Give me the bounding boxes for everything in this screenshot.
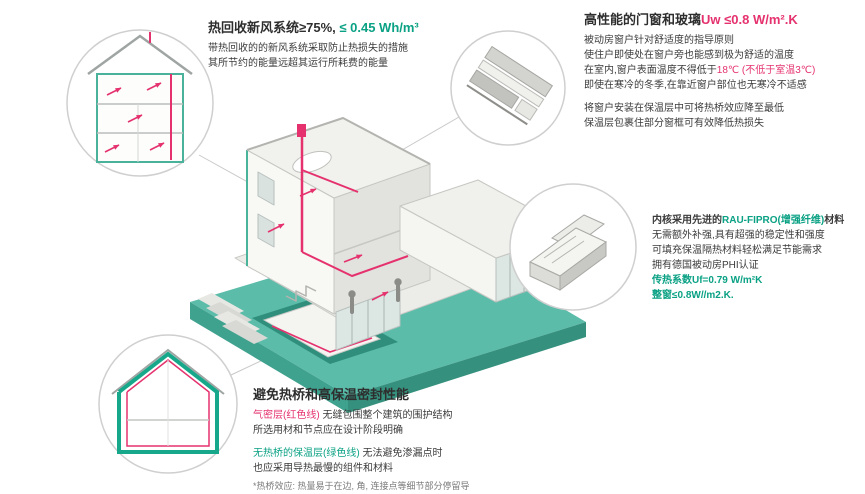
hrv-title-value: ≤ 0.45 Wh/m³ [339,20,419,35]
windows-body-line: 即使在寒冷的冬季,在靠近窗户部位也无寒冷不适感 [584,80,807,91]
hrv-callout-circle [66,29,214,177]
hrv-callout-text: 热回收新风系统≥75%, ≤ 0.45 Wh/m³ 带热回收的的新风系统采取防止… [208,20,419,71]
windows-temp-value: 18℃ (不低于室温3℃) [716,65,816,76]
hrv-body-line: 带热回收的的新风系统采取防止热损失的措施 [208,43,408,54]
section-roof [111,348,225,395]
thermal-footnote: *热桥效应: 热量易于在边, 角, 连接点等细节部分停留导 [253,481,470,491]
windows-title: 高性能的门窗和玻璃Uw ≤0.8 W/m².K [584,12,815,27]
windows-body-line: 被动房窗户针对舒适度的指导原则 [584,35,734,46]
thermal-insulation-line: 无热桥的保温层(绿色线) 无法避免渗漏点时 [253,446,470,461]
profile-body-line: 拥有德国被动房PHI认证 [652,260,759,271]
windows-temp-text: 在室内,窗户表面温度不得低于 [584,65,717,76]
airtight-layer-label: 气密层(红色线) [253,410,320,421]
window-jamb-section [466,45,554,126]
windows-body-line: 使住户即使处在窗户旁也能感到极为舒适的温度 [584,50,794,61]
profile-uw-value: 整窗≤0.8W//m2.K. [652,290,734,301]
insulation-layer-text: 无法避免渗漏点时 [359,448,443,459]
thermal-callout-circle [98,334,238,474]
thermal-body-line: 也应采用导热最慢的组件和材料 [253,463,393,474]
windows-body-line: 将窗户安装在保温层中可将热桥效应降至最低 [584,103,784,114]
profile-headline-dark: 内核采用先进的 [652,215,722,226]
insulation-green-line [117,351,219,454]
thermal-title: 避免热桥和高保温密封性能 [253,387,410,402]
window-detail-circle [450,30,566,146]
profile-uf-value: 传热系数Uf=0.79 W/m²K [652,275,763,286]
roof-vent-unit [297,124,306,137]
airtight-red-line [126,359,210,447]
airflow-arrows [104,82,165,153]
profile-material-name: RAU-FIPRO(增强纤维) [722,215,825,226]
airtight-layer-text: 无缝包围整个建筑的围护结构 [319,410,453,421]
profile-body-line: 无需额外补强,具有超强的稳定性和强度 [652,230,825,241]
profile-callout-text: 内核采用先进的RAU-FIPRO(增强纤维)材料 无需额外补强,具有超强的稳定性… [652,213,844,303]
windows-callout-text: 高性能的门窗和玻璃Uw ≤0.8 W/m².K 被动房窗户针对舒适度的指导原则 … [584,12,815,131]
section-roof [87,34,193,76]
thermal-body-line: 所选用材和节点应在设计阶段明确 [253,425,403,436]
frame-profile-circle [509,183,637,311]
thermal-callout-text: 避免热桥和高保温密封性能 气密层(红色线) 无缝包围整个建筑的围护结构 所选用材… [253,387,470,494]
hrv-title: 热回收新风系统≥75%, ≤ 0.45 Wh/m³ [208,20,419,35]
thermal-airtight-line: 气密层(红色线) 无缝包围整个建筑的围护结构 [253,408,470,423]
facade-window [257,171,275,206]
ventilation-ducts [267,124,409,301]
interior-stair [285,285,317,302]
profile-body-line: 可填充保温隔热材料轻松满足节能需求 [652,245,822,256]
airflow-arrows [267,188,389,301]
frame-profile [529,214,607,291]
profile-headline: 内核采用先进的RAU-FIPRO(增强纤维)材料 [652,213,844,228]
facade-window [257,213,275,248]
hrv-body-line: 其所节约的能量远超其运行所耗费的能量 [208,58,388,69]
parapet-edge [246,117,431,165]
insulation-layer-label: 无热桥的保温层(绿色线) [253,448,360,459]
hrv-title-dark: 热回收新风系统≥75%, [208,20,340,35]
profile-headline-dark2: 材料 [824,215,845,226]
windows-title-dark: 高性能的门窗和玻璃 [584,12,702,27]
windows-body-line: 在室内,窗户表面温度不得低于18℃ (不低于室温3℃) [584,63,815,78]
human-figures [348,278,402,314]
windows-title-value: Uw ≤0.8 W/m².K [701,12,798,27]
exterior-stairs [198,293,268,344]
windows-body-line: 保温层包裹住部分窗框可有效降低热损失 [584,118,764,129]
